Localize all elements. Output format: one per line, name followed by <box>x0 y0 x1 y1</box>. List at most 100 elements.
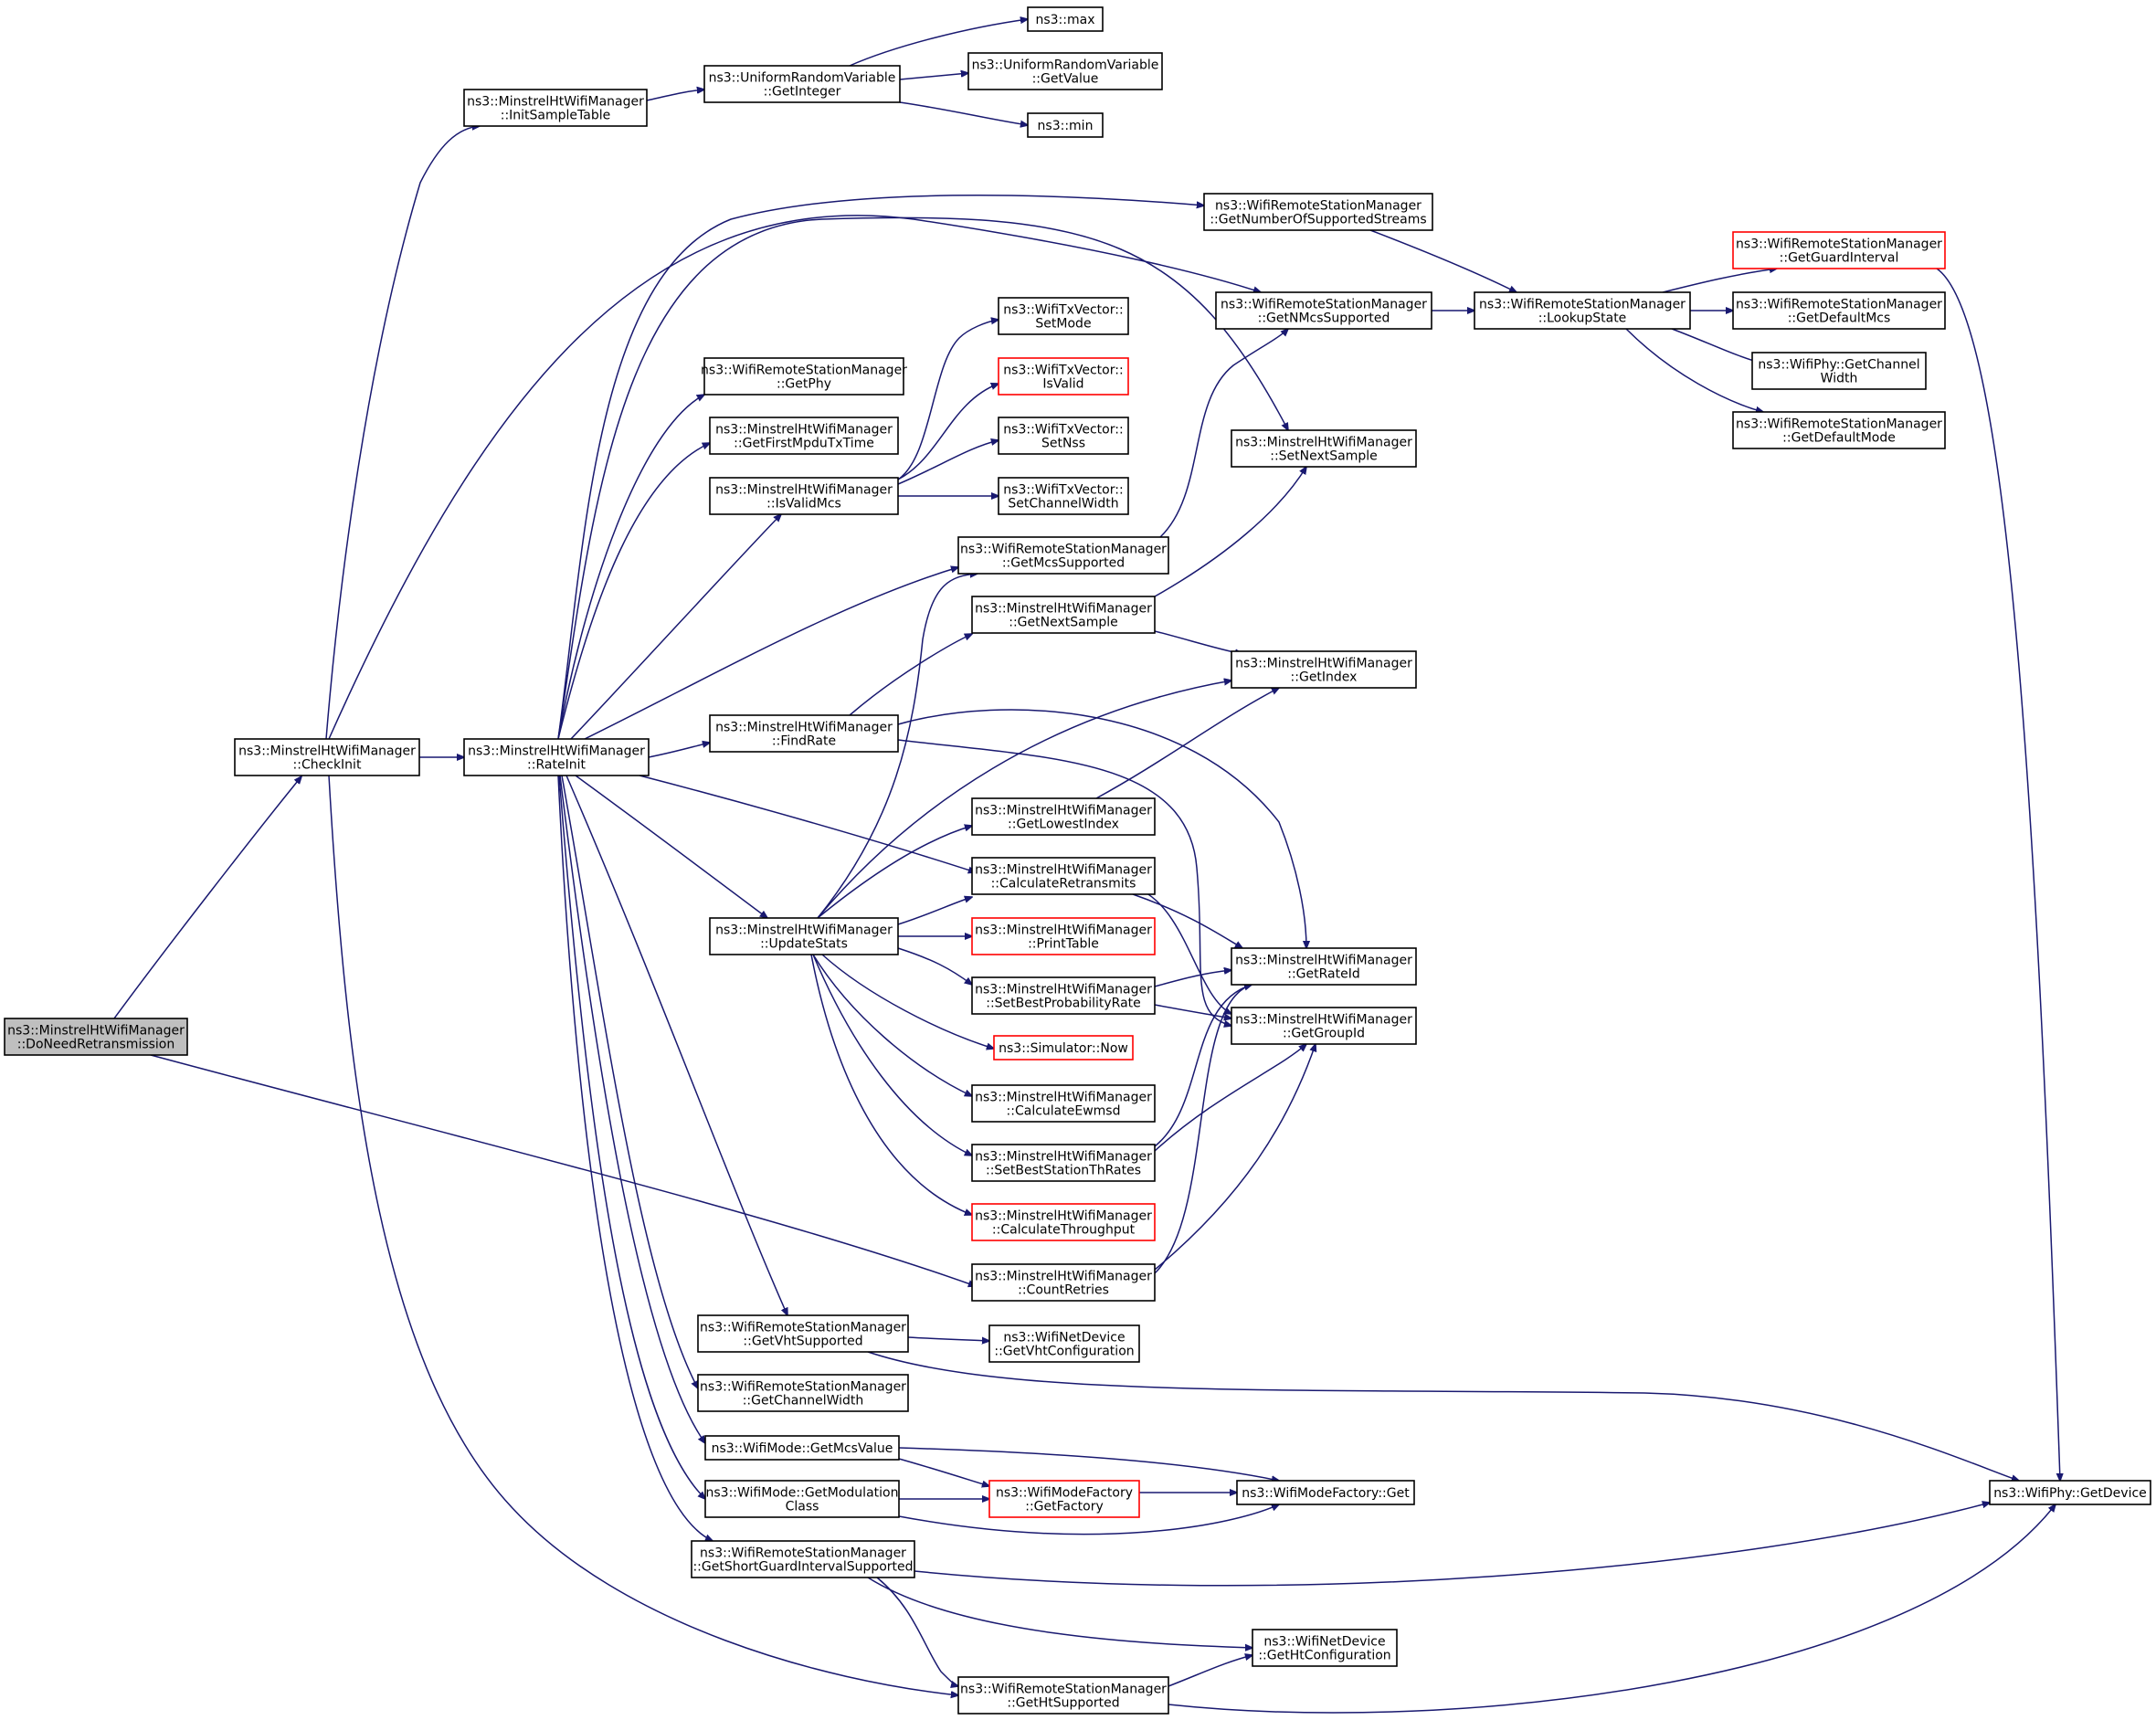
node-isvalid[interactable]: ns3::WifiTxVector::IsValid <box>998 357 1129 396</box>
node-label-line: ns3::MinstrelHtWifiManager <box>975 1091 1152 1105</box>
node-box <box>998 477 1129 515</box>
node-label-line: ::GetFactory <box>1025 1500 1104 1514</box>
node-box <box>971 917 1156 955</box>
node-calcretrans[interactable]: ns3::MinstrelHtWifiManager::CalculateRet… <box>971 857 1156 895</box>
node-getdefmode[interactable]: ns3::WifiRemoteStationManager::GetDefaul… <box>1732 411 1946 449</box>
node-max[interactable]: ns3::max <box>1027 6 1104 32</box>
edge-updatestats-to-getlowestindex <box>817 826 972 919</box>
node-setnextsample[interactable]: ns3::MinstrelHtWifiManager::SetNextSampl… <box>1231 429 1417 468</box>
node-label-line: ns3::WifiRemoteStationManager <box>960 543 1167 557</box>
node-box <box>957 1676 1169 1715</box>
node-getfactory[interactable]: ns3::WifiModeFactory::GetFactory <box>988 1480 1140 1518</box>
node-findrate[interactable]: ns3::MinstrelHtWifiManager::FindRate <box>709 714 899 753</box>
edge-getvhtsupported-to-getdevice <box>867 1351 2019 1481</box>
node-checkinit[interactable]: ns3::MinstrelHtWifiManager::CheckInit <box>234 738 420 776</box>
node-getguard[interactable]: ns3::WifiRemoteStationManager::GetGuardI… <box>1732 231 1946 269</box>
node-getnmcs[interactable]: ns3::WifiRemoteStationManager::GetNMcsSu… <box>1215 291 1432 330</box>
edge-updatestats-to-calcthroughput <box>810 954 972 1215</box>
node-getgroupid[interactable]: ns3::MinstrelHtWifiManager::GetGroupId <box>1231 1007 1417 1045</box>
node-box <box>1751 352 1927 390</box>
edge-rateinit-to-updatestats <box>575 775 767 918</box>
node-updatestats[interactable]: ns3::MinstrelHtWifiManager::UpdateStats <box>709 917 899 955</box>
node-label-line: ns3::WifiPhy::GetDevice <box>1993 1486 2147 1501</box>
edge-setbestth-to-getrateid <box>1154 985 1252 1147</box>
node-label-line: ::SetBestStationThRates <box>986 1164 1141 1178</box>
edge-getmcsvalue-to-getfactory <box>898 1458 989 1486</box>
node-setmode[interactable]: ns3::WifiTxVector::SetMode <box>998 297 1129 335</box>
node-label-line: ns3::WifiPhy::GetChannel <box>1758 358 1919 373</box>
node-label-line: ns3::MinstrelHtWifiManager <box>975 863 1152 878</box>
node-label-line: ::PrintTable <box>1028 937 1099 952</box>
node-box <box>998 417 1129 455</box>
node-printtable[interactable]: ns3::MinstrelHtWifiManager::PrintTable <box>971 917 1156 955</box>
node-setbestth[interactable]: ns3::MinstrelHtWifiManager::SetBestStati… <box>971 1144 1156 1182</box>
node-getrateid[interactable]: ns3::MinstrelHtWifiManager::GetRateId <box>1231 947 1417 986</box>
node-box <box>697 1314 909 1353</box>
node-label-line: ns3::MinstrelHtWifiManager <box>715 483 893 498</box>
node-getmcsvalue[interactable]: ns3::WifiMode::GetMcsValue <box>704 1435 900 1461</box>
node-box <box>704 1480 900 1518</box>
node-modefactoryget[interactable]: ns3::WifiModeFactory::Get <box>1236 1480 1415 1505</box>
node-setchanwidth[interactable]: ns3::WifiTxVector::SetChannelWidth <box>998 477 1129 515</box>
node-label-line: ::GetNMcsSupported <box>1258 311 1390 326</box>
node-box <box>971 1263 1156 1302</box>
node-label-line: ::LookupState <box>1538 311 1627 326</box>
node-doneed[interactable]: ns3::MinstrelHtWifiManager::DoNeedRetran… <box>4 1018 188 1056</box>
edge-getsgi-to-gethtconfig <box>867 1577 1252 1648</box>
edge-setbestth-to-getgroupid <box>1154 1044 1306 1152</box>
node-getvalue[interactable]: ns3::UniformRandomVariable::GetValue <box>967 52 1163 90</box>
node-label-line: ns3::WifiNetDevice <box>1263 1635 1385 1650</box>
node-label-line: ns3::MinstrelHtWifiManager <box>975 1150 1152 1165</box>
node-getnumstreams[interactable]: ns3::WifiRemoteStationManager::GetNumber… <box>1203 193 1433 231</box>
node-getinteger[interactable]: ns3::UniformRandomVariable::GetInteger <box>703 65 901 103</box>
node-rateinit[interactable]: ns3::MinstrelHtWifiManager::RateInit <box>463 738 650 776</box>
node-isvalidmcs[interactable]: ns3::MinstrelHtWifiManager::IsValidMcs <box>709 477 899 515</box>
node-getdevice[interactable]: ns3::WifiPhy::GetDevice <box>1989 1480 2151 1505</box>
node-box <box>463 89 648 127</box>
node-box <box>1252 1629 1398 1667</box>
node-label-line: SetMode <box>1035 317 1091 332</box>
node-getvhtconfig[interactable]: ns3::WifiNetDevice::GetVhtConfiguration <box>988 1324 1140 1363</box>
node-getindex[interactable]: ns3::MinstrelHtWifiManager::GetIndex <box>1231 650 1417 689</box>
node-lookupstate[interactable]: ns3::WifiRemoteStationManager::LookupSta… <box>1474 291 1691 330</box>
node-getvhtsupported[interactable]: ns3::WifiRemoteStationManager::GetVhtSup… <box>697 1314 909 1353</box>
node-label-line: ns3::MinstrelHtWifiManager <box>238 744 416 759</box>
node-getnextsample[interactable]: ns3::MinstrelHtWifiManager::GetNextSampl… <box>971 596 1156 634</box>
node-getchannelwidth[interactable]: ns3::WifiRemoteStationManager::GetChanne… <box>697 1374 909 1412</box>
node-gethtconfig[interactable]: ns3::WifiNetDevice::GetHtConfiguration <box>1252 1629 1398 1667</box>
node-label-line: ns3::MinstrelHtWifiManager <box>468 744 645 759</box>
node-countretries[interactable]: ns3::MinstrelHtWifiManager::CountRetries <box>971 1263 1156 1302</box>
node-getmcssupported[interactable]: ns3::WifiRemoteStationManager::GetMcsSup… <box>957 536 1169 575</box>
node-label-line: ::GetInteger <box>764 85 841 100</box>
node-label-line: ::GetValue <box>1032 72 1099 87</box>
node-initsample[interactable]: ns3::MinstrelHtWifiManager::InitSampleTa… <box>463 89 648 127</box>
node-now[interactable]: ns3::Simulator::Now <box>993 1035 1134 1060</box>
node-getsgi[interactable]: ns3::WifiRemoteStationManager::GetShortG… <box>691 1540 915 1578</box>
node-getfirstmpdu[interactable]: ns3::MinstrelHtWifiManager::GetFirstMpdu… <box>709 417 899 455</box>
edge-rateinit-to-calcretrans <box>639 775 976 872</box>
node-setnss[interactable]: ns3::WifiTxVector::SetNss <box>998 417 1129 455</box>
node-label-line: ns3::MinstrelHtWifiManager <box>975 1209 1152 1224</box>
node-box <box>1732 291 1946 330</box>
node-gethtsupported[interactable]: ns3::WifiRemoteStationManager::GetHtSupp… <box>957 1676 1169 1715</box>
node-label-line: ns3::WifiMode::GetMcsValue <box>712 1441 893 1456</box>
node-getchanwidthphy[interactable]: ns3::WifiPhy::GetChannelWidth <box>1751 352 1927 390</box>
edge-getmcsvalue-to-modefactoryget <box>898 1447 1279 1481</box>
node-box <box>1732 231 1946 269</box>
node-label-line: ns3::WifiMode::GetModulation <box>706 1486 899 1501</box>
node-getphy[interactable]: ns3::WifiRemoteStationManager::GetPhy <box>701 357 907 396</box>
node-setbestprob[interactable]: ns3::MinstrelHtWifiManager::SetBestProba… <box>971 976 1156 1015</box>
node-getdefmcs[interactable]: ns3::WifiRemoteStationManager::GetDefaul… <box>1732 291 1946 330</box>
node-label-line: ns3::MinstrelHtWifiManager <box>975 923 1152 938</box>
node-getlowestindex[interactable]: ns3::MinstrelHtWifiManager::GetLowestInd… <box>971 797 1156 836</box>
node-label-line: ns3::WifiRemoteStationManager <box>700 1380 906 1395</box>
node-calcewmsd[interactable]: ns3::MinstrelHtWifiManager::CalculateEwm… <box>971 1084 1156 1123</box>
edge-gethtsupported-to-getdevice <box>1168 1504 2056 1714</box>
node-label-line: ::DoNeedRetransmission <box>17 1038 175 1052</box>
node-min[interactable]: ns3::min <box>1027 112 1104 138</box>
node-label-line: ::SetNextSample <box>1270 449 1378 464</box>
node-calcthroughput[interactable]: ns3::MinstrelHtWifiManager::CalculateThr… <box>971 1203 1156 1241</box>
node-label-line: ns3::WifiRemoteStationManager <box>1736 417 1942 432</box>
